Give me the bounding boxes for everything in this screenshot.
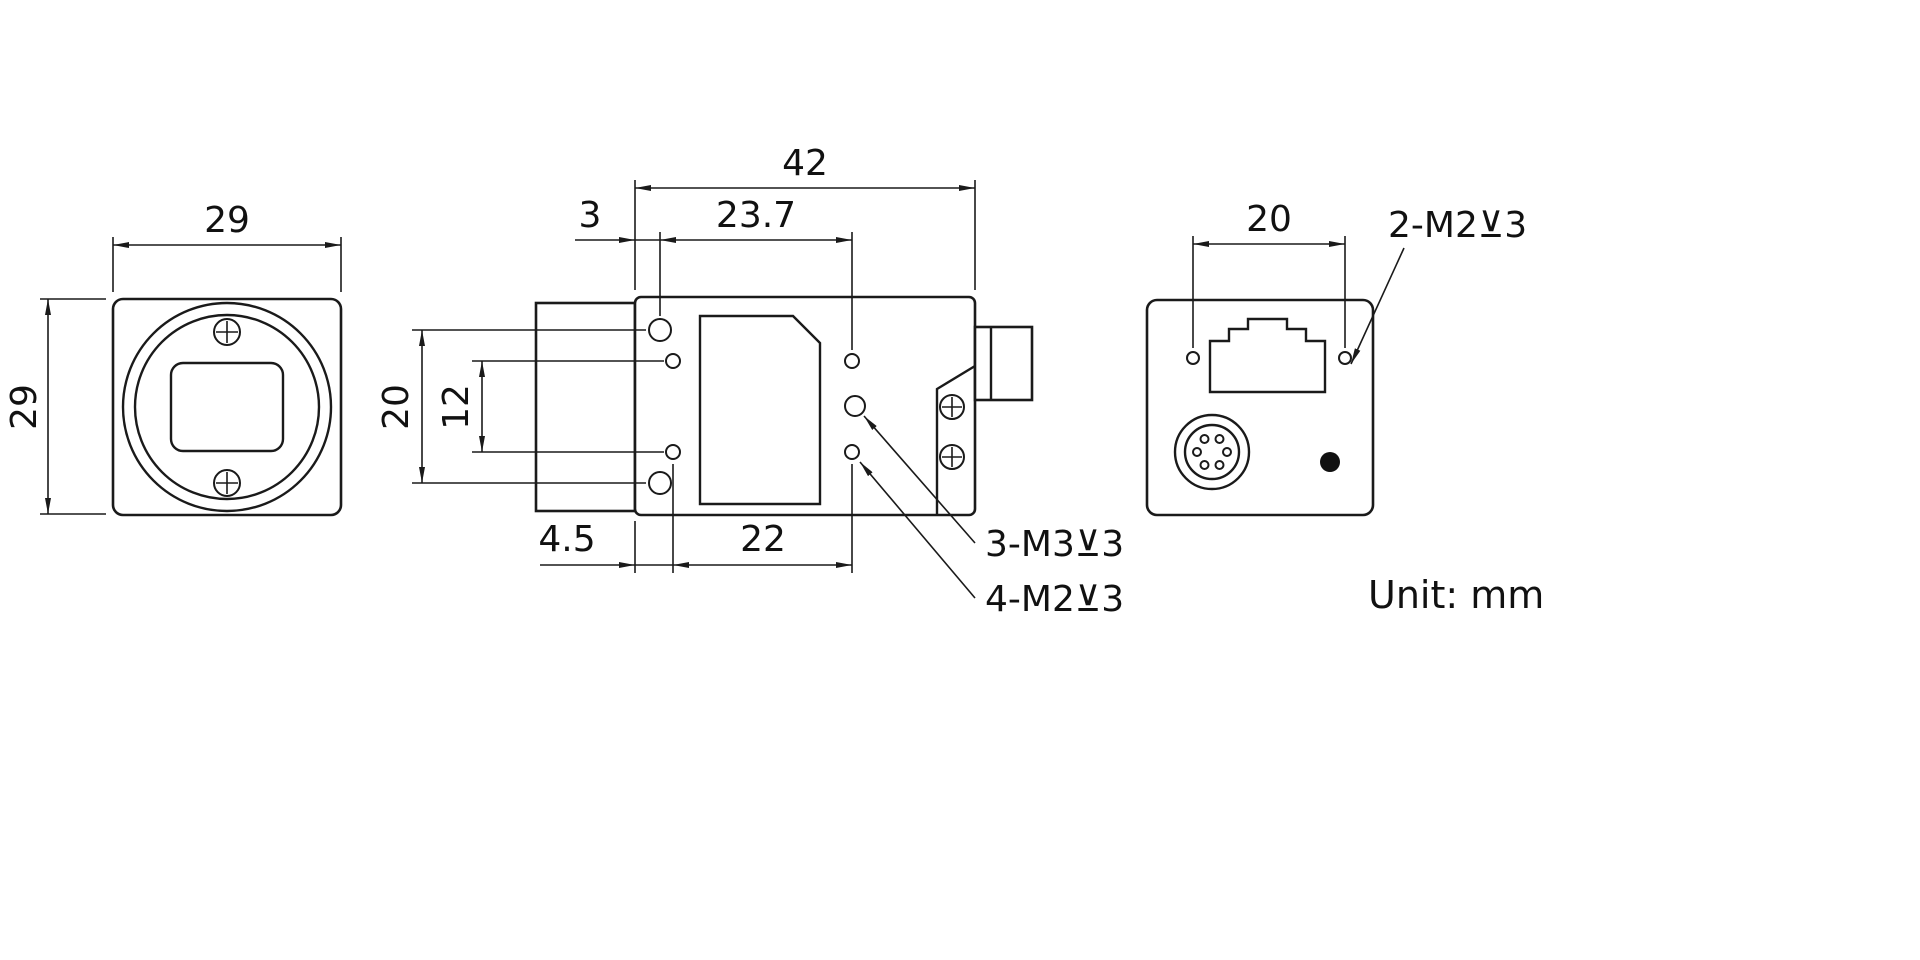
rear-body-outline	[1145, 298, 1375, 517]
front-view: 29 29	[4, 200, 343, 517]
rear-connector-stub	[973, 325, 1034, 402]
m2-thread-callout-label: 4-M2⊻3	[985, 579, 1124, 620]
front-width-dimension: 29	[112, 200, 342, 292]
rear-m2-hole-left	[1186, 351, 1200, 365]
m3-hole-right	[844, 395, 866, 417]
label-recess-outline	[698, 314, 822, 506]
inner-hole-spacing-dim-label: 12	[436, 384, 477, 430]
side-view: 42 3 23.7 20 12	[376, 143, 1124, 620]
bottom-hole-spacing-dim-label: 22	[740, 519, 786, 560]
side-length-dimension: 42	[634, 143, 976, 290]
side-screw-bottom-icon	[939, 444, 965, 470]
rear-hole-spacing-dim-label: 20	[1246, 199, 1292, 240]
front-offset-dim-label: 3	[579, 195, 602, 236]
screw-bottom-icon	[213, 469, 241, 497]
front-height-dim-label: 29	[4, 384, 45, 430]
screw-top-icon	[213, 318, 241, 346]
m3-thread-callout-label: 3-M3⊻3	[985, 524, 1124, 565]
side-vertical-dimensions: 20 12	[376, 329, 664, 484]
lens-mount-inner-circle	[133, 313, 321, 501]
rear-m2-hole-right	[1338, 351, 1352, 365]
side-screw-top-icon	[939, 394, 965, 420]
rear-m2-callout-label: 2-M2⊻3	[1388, 205, 1527, 246]
rear-thread-callout: 2-M2⊻3	[1350, 205, 1527, 365]
lens-barrel-outline	[534, 301, 637, 513]
m2-hole-upper-left	[665, 353, 681, 369]
rear-hole-spacing-dimension: 20	[1192, 199, 1346, 348]
chamfer-edge	[935, 364, 976, 515]
front-width-dim-label: 29	[204, 200, 250, 241]
m2-hole-lower-left	[665, 444, 681, 460]
unit-label: Unit: mm	[1368, 573, 1544, 617]
side-bottom-dimensions: 4.5 22	[538, 464, 853, 573]
m3-hole-top-left	[648, 318, 672, 342]
top-hole-spacing-dim-label: 23.7	[716, 195, 796, 236]
side-top-hole-dimensions: 3 23.7	[575, 195, 853, 350]
bottom-offset-dim-label: 4.5	[538, 519, 595, 560]
side-thread-callouts: 3-M3⊻3 4-M2⊻3	[859, 415, 1124, 620]
sensor-window	[169, 361, 285, 453]
front-height-dimension: 29	[4, 298, 106, 515]
side-length-dim-label: 42	[782, 143, 828, 184]
side-body-outline	[633, 295, 977, 517]
vertical-hole-spacing-dim-label: 20	[376, 384, 417, 430]
m2-hole-lower-right	[844, 444, 860, 460]
rear-view: 20 2-M2⊻3	[1145, 199, 1527, 517]
front-body-outline	[111, 297, 343, 517]
lens-mount-outer-circle	[121, 301, 333, 513]
status-led-indicator	[1320, 452, 1340, 472]
power-connector	[1173, 413, 1251, 491]
m2-hole-upper-right	[844, 353, 860, 369]
ethernet-port-outline	[1208, 317, 1327, 394]
m3-hole-bottom-left	[648, 471, 672, 495]
